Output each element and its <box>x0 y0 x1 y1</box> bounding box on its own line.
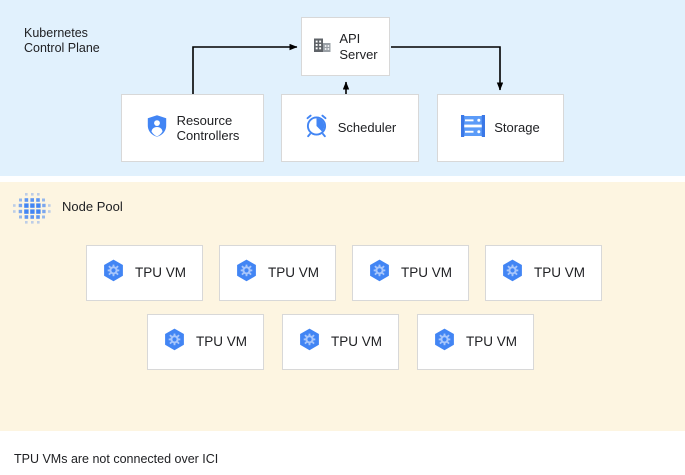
node-resource-controllers[interactable]: Resource Controllers <box>121 94 264 162</box>
node-tpu-vm-r1-1-label: TPU VM <box>134 265 186 281</box>
node-tpu-vm-r2-1[interactable]: TPU VM <box>147 314 264 370</box>
node-tpu-vm-r2-2[interactable]: TPU VM <box>282 314 399 370</box>
dot-cluster-icon <box>10 190 54 230</box>
node-tpu-vm-r1-2[interactable]: TPU VM <box>219 245 336 301</box>
hexagon-gear-icon <box>164 328 185 356</box>
node-tpu-vm-r1-3[interactable]: TPU VM <box>352 245 469 301</box>
hexagon-gear-icon <box>369 259 390 287</box>
hexagon-gear-icon <box>299 328 320 356</box>
node-pool-title: Node Pool <box>62 199 123 214</box>
node-tpu-vm-r1-2-label: TPU VM <box>267 265 319 281</box>
node-tpu-vm-r1-4-label: TPU VM <box>533 265 585 281</box>
control-plane-title: Kubernetes Control Plane <box>24 26 100 55</box>
node-tpu-vm-r1-4[interactable]: TPU VM <box>485 245 602 301</box>
node-scheduler-label: Scheduler <box>337 120 397 136</box>
node-tpu-vm-r2-1-label: TPU VM <box>195 334 247 350</box>
hexagon-gear-icon <box>236 259 257 287</box>
node-tpu-vm-r1-1[interactable]: TPU VM <box>86 245 203 301</box>
hexagon-gear-icon <box>434 328 455 356</box>
node-pool-region <box>0 182 685 431</box>
node-storage[interactable]: Storage <box>437 94 564 162</box>
hexagon-gear-icon <box>103 259 124 287</box>
node-tpu-vm-r2-3[interactable]: TPU VM <box>417 314 534 370</box>
alarm-clock-icon <box>304 113 329 143</box>
server-rack-icon <box>461 114 486 142</box>
node-storage-label: Storage <box>494 120 540 136</box>
node-scheduler[interactable]: Scheduler <box>281 94 419 162</box>
node-tpu-vm-r1-3-label: TPU VM <box>400 265 452 281</box>
shield-person-icon <box>146 114 168 143</box>
footer-note: TPU VMs are not connected over ICI <box>14 452 219 466</box>
office-building-icon <box>313 35 332 59</box>
node-tpu-vm-r2-2-label: TPU VM <box>330 334 382 350</box>
node-api-server-label: API Server <box>339 31 378 62</box>
node-tpu-vm-r2-3-label: TPU VM <box>465 334 517 350</box>
hexagon-gear-icon <box>502 259 523 287</box>
node-api-server[interactable]: API Server <box>301 17 390 76</box>
node-resource-controllers-label: Resource Controllers <box>176 112 240 144</box>
